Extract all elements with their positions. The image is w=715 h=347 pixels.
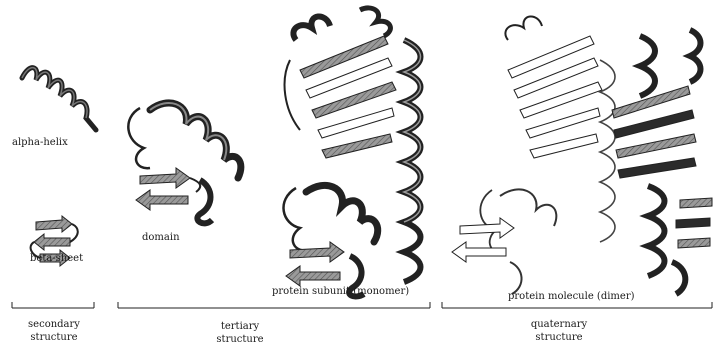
alpha-helix-illustration (22, 68, 96, 130)
tertiary-structure-bracket (118, 302, 430, 308)
beta-sheet-label: beta-sheet (30, 253, 83, 265)
tertiary-line-1: tertiary (200, 320, 280, 333)
quaternary-line-1: quaternary (514, 318, 604, 331)
quaternary-structure-label: quaternary structure (514, 318, 604, 344)
secondary-line-2: structure (14, 331, 94, 344)
protein-molecule-label: protein molecule (dimer) (508, 291, 635, 303)
secondary-line-1: secondary (14, 318, 94, 331)
protein-subunit-label: protein subunit (monomer) (272, 286, 409, 298)
quaternary-line-2: structure (514, 331, 604, 344)
tertiary-structure-label: tertiary structure (200, 320, 280, 346)
secondary-structure-label: secondary structure (14, 318, 94, 344)
domain-illustration (128, 103, 241, 223)
protein-molecule-illustration (452, 16, 712, 294)
tertiary-line-2: structure (200, 333, 280, 346)
secondary-structure-bracket (12, 302, 94, 308)
alpha-helix-label: alpha-helix (12, 137, 68, 149)
domain-label: domain (142, 232, 180, 244)
protein-subunit-illustration (284, 8, 421, 297)
